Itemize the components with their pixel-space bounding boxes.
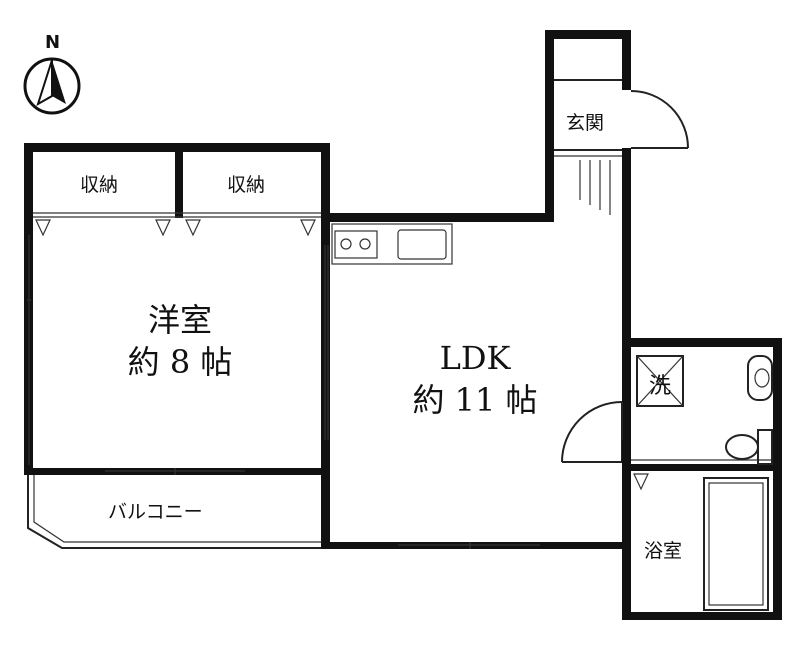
entrance-label: 玄関: [566, 112, 605, 134]
ldk-size: 約 11 帖: [412, 381, 538, 419]
bathroom-label: 浴室: [644, 540, 683, 562]
compass-north-label: N: [45, 32, 61, 53]
balcony-outline: [27, 475, 325, 549]
shoe-rack: [579, 160, 611, 215]
storage-door-marks: [35, 219, 316, 237]
basin-icon: [747, 355, 773, 401]
entrance-door: [630, 90, 689, 149]
storage-right-label: 収納: [227, 174, 266, 196]
kitchen-counter: [331, 223, 453, 265]
bathtub: [703, 477, 769, 611]
western-room-name: 洋室: [147, 301, 212, 339]
washer-box: [636, 355, 684, 407]
balcony-label: バルコニー: [108, 501, 203, 523]
wet-area-walls: [622, 338, 782, 620]
ldk-name: LDK: [439, 339, 511, 377]
toilet-icon: [725, 429, 773, 465]
western-room-size: 約 8 帖: [127, 343, 233, 381]
washer-label: 洗: [649, 374, 672, 399]
storage-left-label: 収納: [80, 174, 119, 196]
compass-icon: [23, 57, 81, 115]
ldk-door: [561, 401, 623, 463]
